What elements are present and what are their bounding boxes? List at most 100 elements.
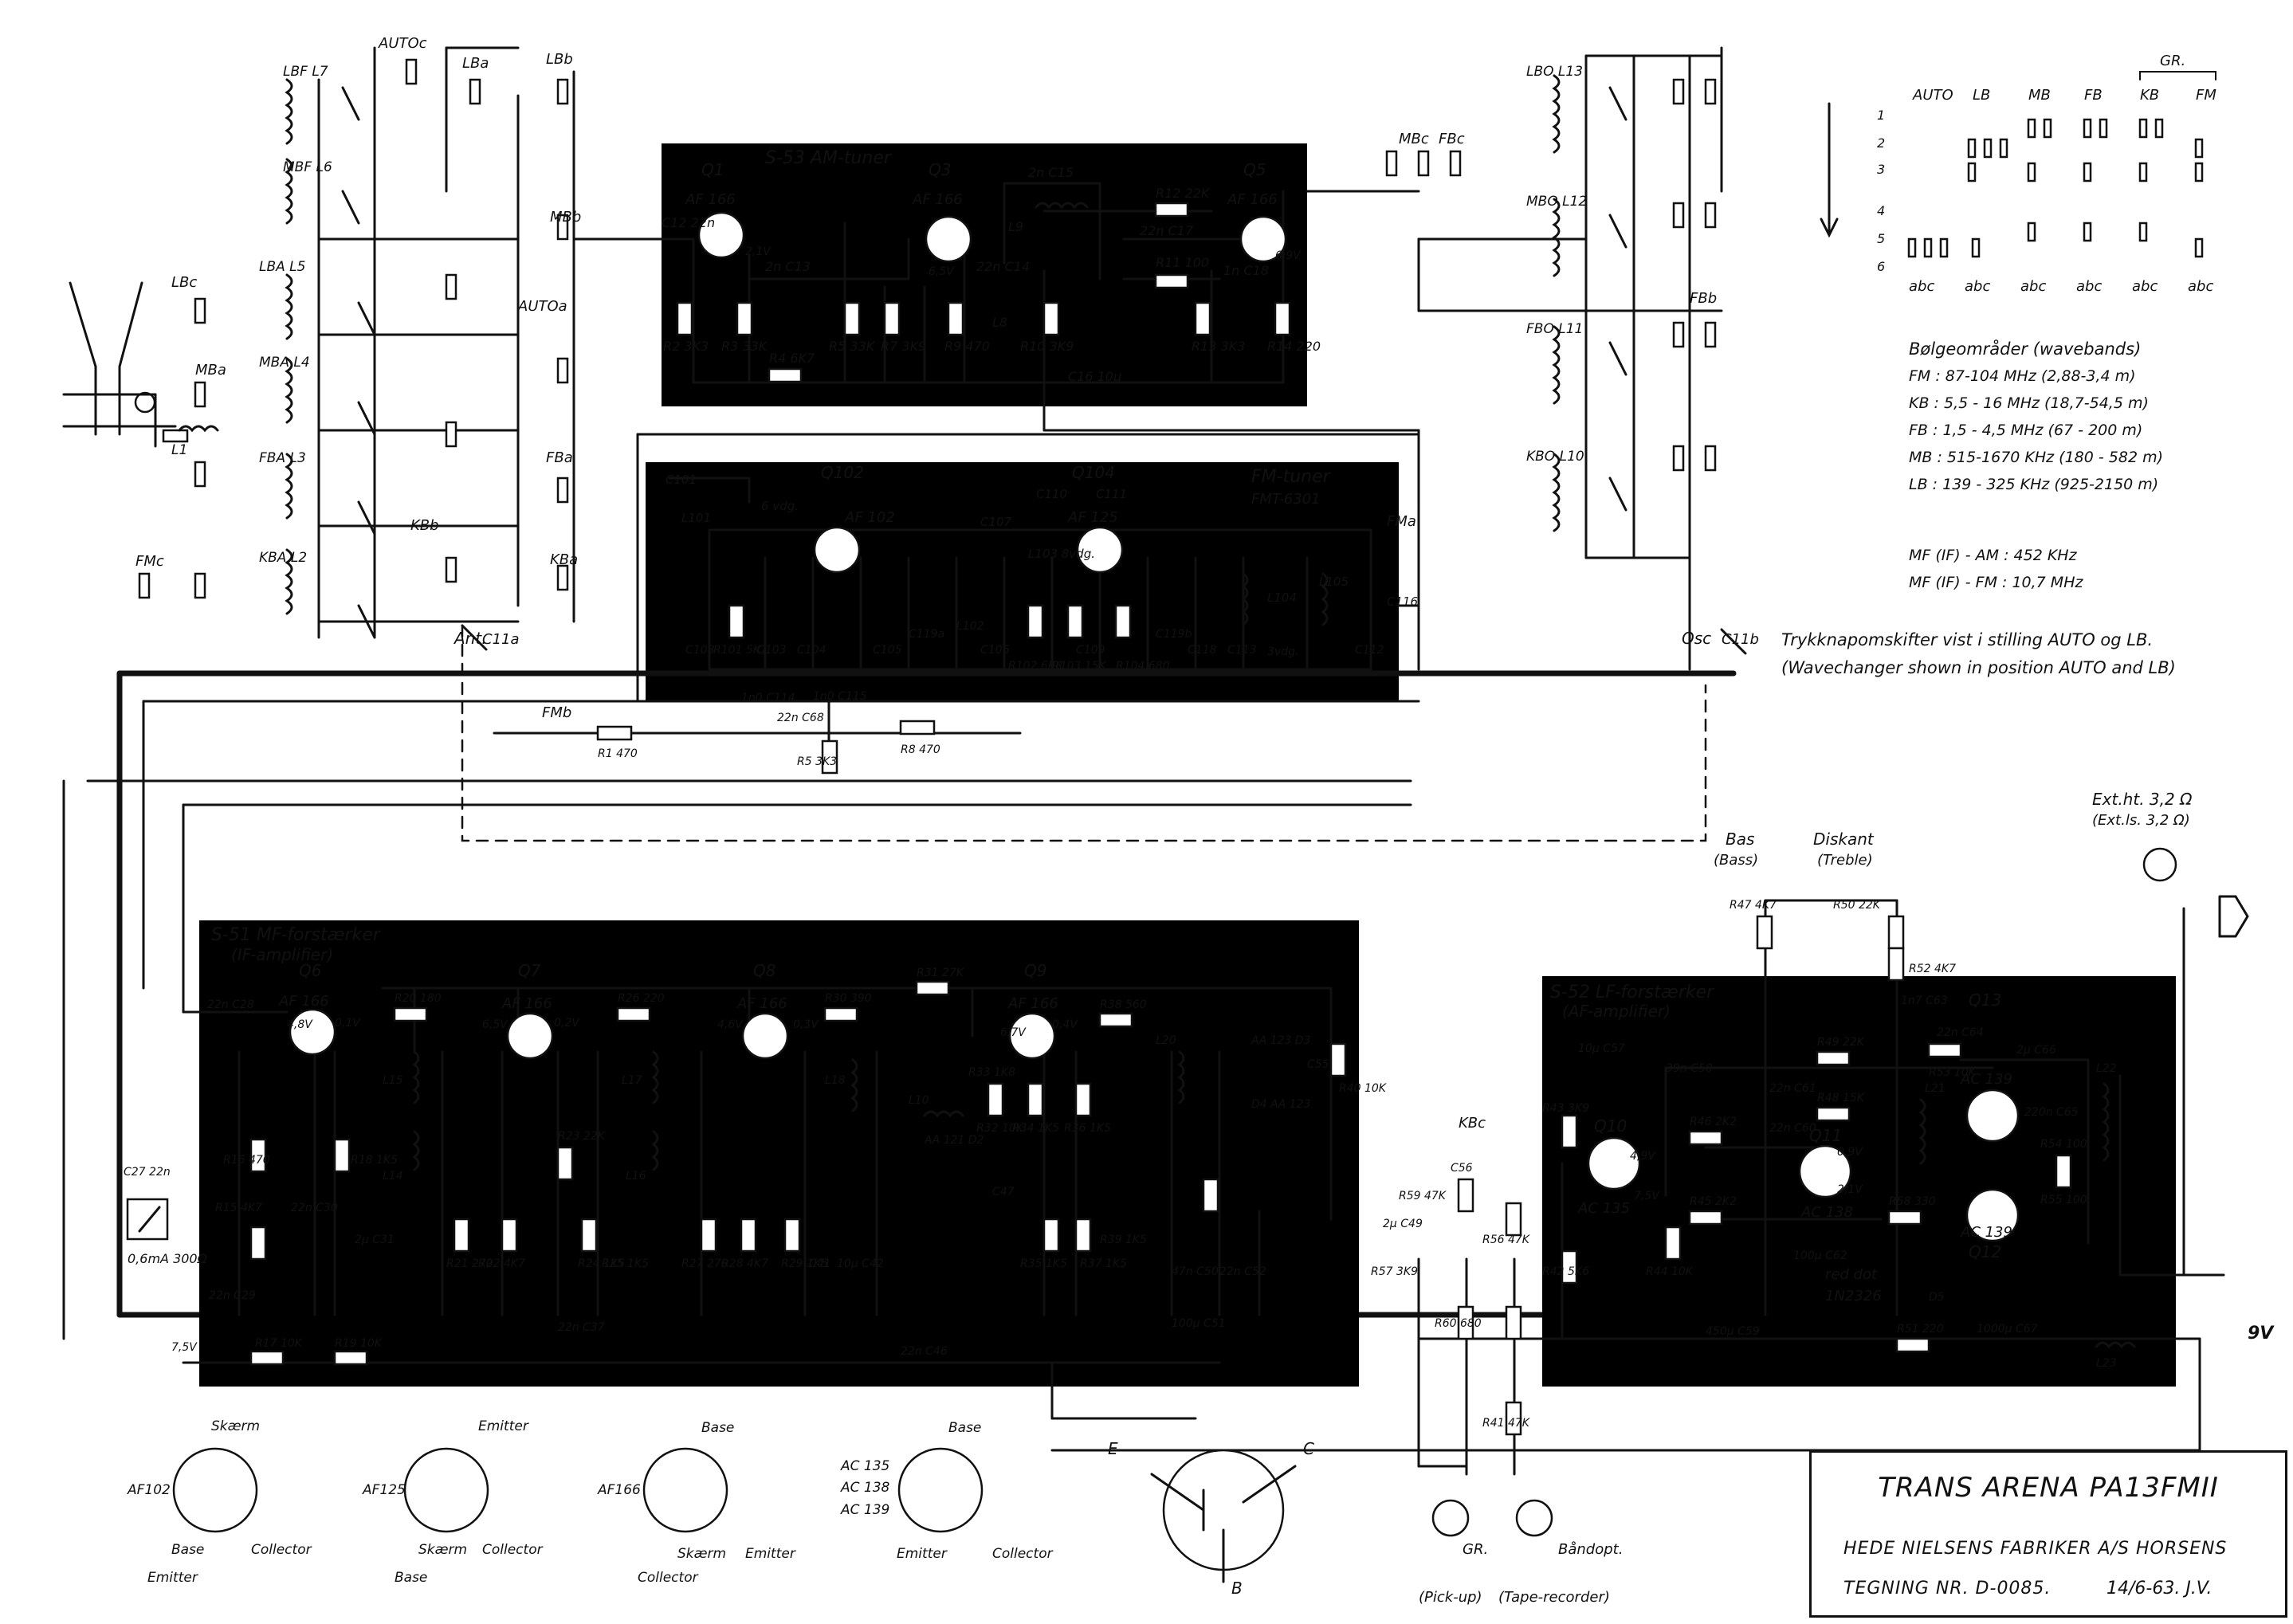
ext-speaker-label: Ext.ht. 3,2 Ω xyxy=(2092,790,2193,809)
wavechanger-contacts-left xyxy=(138,58,569,599)
switch-row-4: 4 xyxy=(1877,203,1885,218)
svg-text:R13 3K3: R13 3K3 xyxy=(1192,339,1245,354)
svg-text:C119b: C119b xyxy=(1156,628,1192,641)
q5-ref: Q5 xyxy=(1243,160,1266,179)
svg-text:FMc: FMc xyxy=(135,553,164,570)
switch-col-mb: MB xyxy=(2028,87,2051,104)
switch-row-1: 1 xyxy=(1877,108,1885,123)
svg-text:R10 3K9: R10 3K9 xyxy=(1020,339,1074,354)
svg-text:R60 680: R60 680 xyxy=(1435,1317,1482,1330)
svg-text:1n0 C114: 1n0 C114 xyxy=(741,692,795,704)
r1-r8-line xyxy=(62,700,1412,1340)
supply-label: 9V xyxy=(2248,1324,2275,1344)
waveband-lb: LB : 139 - 325 KHz (925-2150 m) xyxy=(1909,476,2158,493)
switch-row-6: 6 xyxy=(1877,259,1885,274)
pickup-label: (Pick-up) xyxy=(1419,1589,1482,1606)
svg-text:6,7V: 6,7V xyxy=(1000,1026,1027,1039)
svg-text:L1: L1 xyxy=(171,442,187,458)
svg-text:6,5V: 6,5V xyxy=(929,265,955,278)
svg-text:R14 220: R14 220 xyxy=(1267,339,1321,354)
svg-text:AA 121 D2: AA 121 D2 xyxy=(924,1134,984,1147)
q10-ref: Q10 xyxy=(1594,1116,1627,1136)
switch-col-auto: AUTO xyxy=(1912,87,1953,104)
svg-text:2µ C49: 2µ C49 xyxy=(1383,1218,1423,1230)
svg-text:22n C64: 22n C64 xyxy=(1937,1026,1984,1039)
q10-type: AC 135 xyxy=(1577,1200,1630,1217)
if-amp-box xyxy=(199,920,1359,1387)
wavebands-heading: Bølgeområder (wavebands) xyxy=(1909,339,2141,359)
svg-text:LBb: LBb xyxy=(546,51,573,68)
svg-text:1n C18: 1n C18 xyxy=(1223,263,1269,278)
svg-text:22n C60: 22n C60 xyxy=(1769,1122,1816,1135)
svg-text:22n C30: 22n C30 xyxy=(291,1202,338,1214)
q12-ref: Q12 xyxy=(1969,1242,2001,1261)
svg-text:R11 100: R11 100 xyxy=(1156,255,1209,270)
waveband-fb: FB : 1,5 - 4,5 MHz (67 - 200 m) xyxy=(1909,422,2142,439)
switch-col-lb: LB xyxy=(1973,87,1990,104)
svg-text:C103: C103 xyxy=(757,644,787,657)
svg-text:1n7 C63: 1n7 C63 xyxy=(1901,994,1948,1007)
svg-text:22n C29: 22n C29 xyxy=(209,1289,256,1302)
svg-text:R35 1K5: R35 1K5 xyxy=(1020,1257,1067,1270)
svg-text:L18: L18 xyxy=(825,1074,846,1087)
fm-tuner-label: FM-tuner xyxy=(1251,467,1332,487)
fm-tuner-wiring xyxy=(636,433,1420,703)
svg-text:C113: C113 xyxy=(1227,644,1257,657)
svg-text:R20 180: R20 180 xyxy=(395,992,442,1005)
svg-text:22n C46: 22n C46 xyxy=(901,1345,948,1358)
c11a-label: C11a xyxy=(482,631,520,648)
if-fm-freq: MF (IF) - FM : 10,7 MHz xyxy=(1909,574,2083,591)
svg-text:L22: L22 xyxy=(2096,1062,2117,1075)
svg-text:R102 6K8: R102 6K8 xyxy=(1008,660,1062,673)
svg-text:2n C15: 2n C15 xyxy=(1028,165,1074,180)
svg-text:C116: C116 xyxy=(1387,594,1418,609)
svg-text:2,1V: 2,1V xyxy=(745,245,772,258)
if-amp-wiring xyxy=(182,987,1333,1420)
svg-text:R32 10K: R32 10K xyxy=(976,1122,1025,1135)
svg-text:R57 3K9: R57 3K9 xyxy=(1371,1265,1418,1278)
svg-text:3vdg.: 3vdg. xyxy=(1267,645,1298,658)
svg-text:R23 22K: R23 22K xyxy=(558,1130,607,1143)
coil-labels: LBF L7 MBF L6 LBA L5 MBA L4 FBA L3 KBA L… xyxy=(171,64,1587,566)
svg-text:7,5V: 7,5V xyxy=(1634,1190,1660,1202)
svg-text:AF125: AF125 xyxy=(362,1482,406,1498)
c11b-label: C11b xyxy=(1722,631,1759,648)
svg-text:R9 470: R9 470 xyxy=(944,339,990,354)
svg-text:6,5V: 6,5V xyxy=(482,1018,508,1031)
fm-tuner-model: FMT-6301 xyxy=(1251,491,1321,508)
svg-text:C119a: C119a xyxy=(909,628,944,641)
svg-text:R48 15K: R48 15K xyxy=(1817,1092,1866,1104)
svg-text:KBa: KBa xyxy=(550,551,578,568)
svg-text:220n C65: 220n C65 xyxy=(2024,1106,2079,1119)
svg-text:R28 4K7: R28 4K7 xyxy=(721,1257,768,1270)
svg-text:2µ C66: 2µ C66 xyxy=(2016,1044,2056,1057)
svg-text:R1 470: R1 470 xyxy=(598,747,638,760)
svg-text:LBc: LBc xyxy=(171,274,197,291)
switch-col-fm: FM xyxy=(2196,87,2216,104)
am-transistors xyxy=(697,211,1287,263)
svg-text:Emitter: Emitter xyxy=(745,1546,796,1562)
svg-text:22n C61: 22n C61 xyxy=(1769,1082,1816,1095)
svg-text:R104 680: R104 680 xyxy=(1116,660,1170,673)
svg-text:R21 270: R21 270 xyxy=(446,1257,493,1270)
voltage-labels: 2,1V 6,5V 6,9V 4,8V 0,1V 6,5V 0,2V 4,6V … xyxy=(171,245,1863,1354)
svg-text:L105: L105 xyxy=(1319,575,1349,589)
svg-text:R5 3K3: R5 3K3 xyxy=(797,755,837,768)
q104-type: AF 125 xyxy=(1067,509,1118,526)
svg-text:R52 4K7: R52 4K7 xyxy=(1909,963,1956,975)
bass-label-en: (Bass) xyxy=(1714,852,1758,869)
fm-transistors xyxy=(813,526,1124,574)
svg-text:R27 270: R27 270 xyxy=(681,1257,728,1270)
title-block-date: 14/6-63. J.V. xyxy=(2106,1579,2213,1599)
svg-text:L10: L10 xyxy=(909,1094,929,1107)
svg-text:R50 22K: R50 22K xyxy=(1833,899,1882,912)
treble-label: Diskant xyxy=(1813,830,1875,849)
q104-ref: Q104 xyxy=(1072,463,1115,482)
q1-ref: Q1 xyxy=(701,160,724,179)
switch-col-fb: FB xyxy=(2084,87,2103,104)
svg-text:R47 4K7: R47 4K7 xyxy=(1730,899,1777,912)
switch-note: Trykknapomskifter vist i stilling AUTO o… xyxy=(1781,630,2176,677)
lf-amp-label: S-52 LF-forstærker xyxy=(1550,983,1715,1002)
svg-text:1n0 C115: 1n0 C115 xyxy=(813,690,867,703)
svg-text:R55 100: R55 100 xyxy=(2040,1194,2087,1206)
